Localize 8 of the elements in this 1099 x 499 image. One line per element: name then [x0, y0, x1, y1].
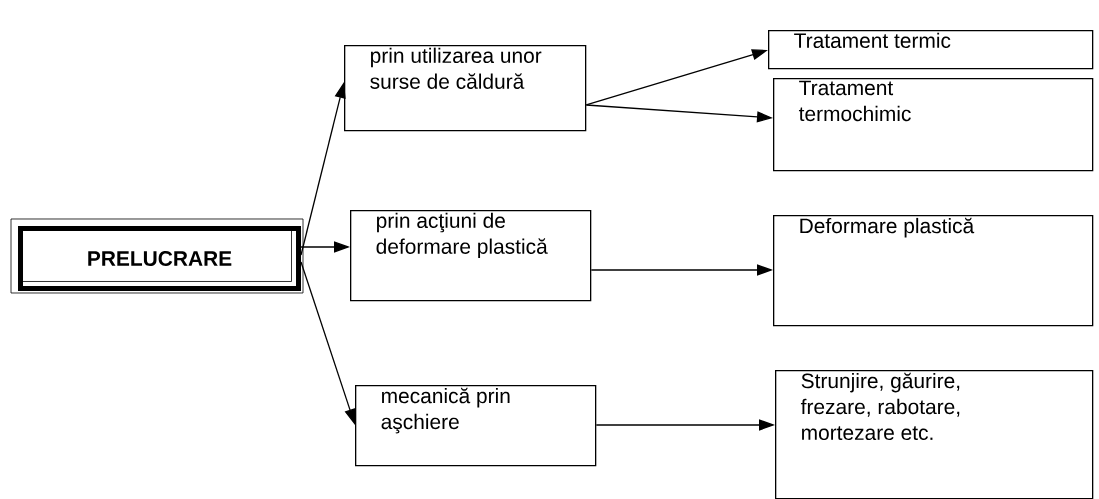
process-box: Deformare plastică [773, 215, 1094, 327]
process-box: mecanică prin aşchiere [355, 385, 597, 467]
process-box: prin acţiuni de deformare plastică [350, 210, 592, 302]
title-box: PRELUCRARE [10, 218, 304, 294]
process-box: Strunjire, găurire, frezare, rabotare, mortezare etc. [775, 370, 1094, 499]
process-box: Tratament termochimic [773, 78, 1094, 172]
process-box: prin utilizarea unor surse de căldură [344, 45, 587, 132]
process-box: Tratament termic [768, 30, 1094, 70]
